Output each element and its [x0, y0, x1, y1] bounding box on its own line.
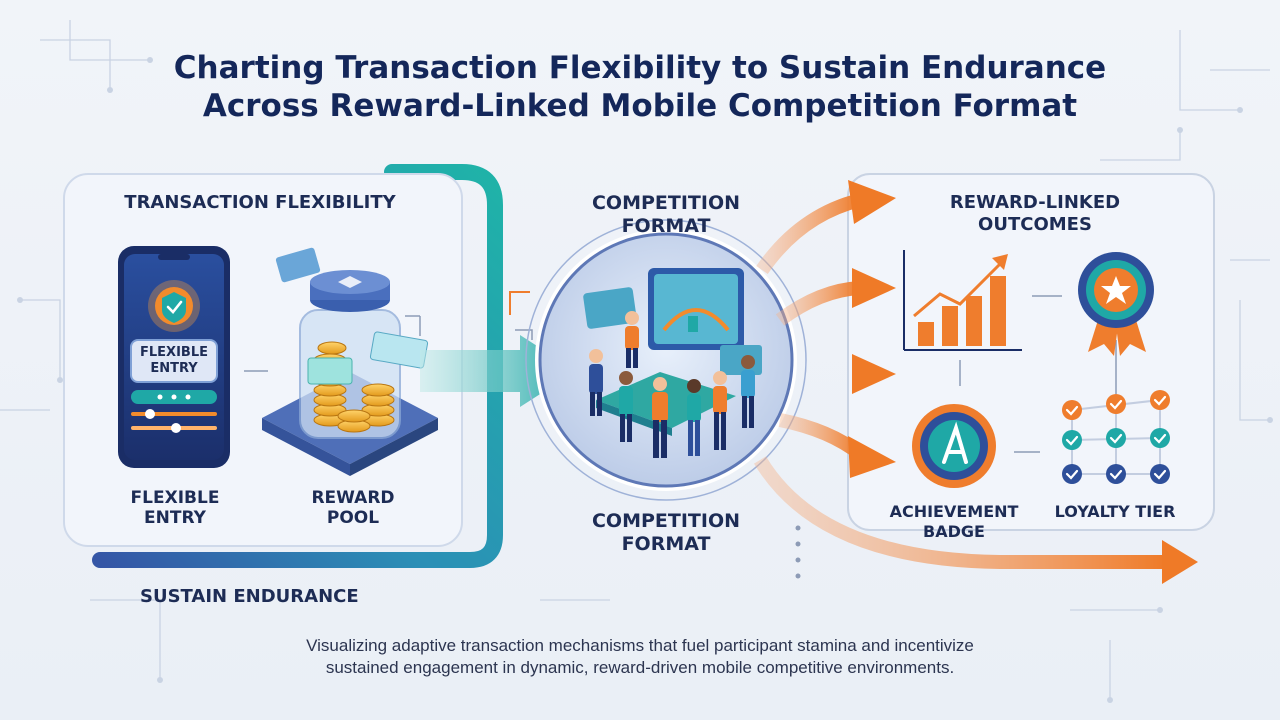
- page-title-line-2: Across Reward-Linked Mobile Competition …: [202, 88, 1078, 124]
- page-title-line-1: Charting Transaction Flexibility to Sust…: [173, 50, 1107, 86]
- competition-bottom-line-2: FORMAT: [621, 533, 711, 555]
- reward-pool-illustration: [262, 247, 438, 476]
- phone-illustration: [118, 246, 230, 468]
- reward-pool-line-2: POOL: [326, 508, 380, 528]
- competition-circle: [525, 219, 807, 501]
- achievement-badge-icon: [912, 404, 996, 488]
- phone-entry-label: FLEXIBLE ENTRY: [131, 345, 217, 377]
- caption-line-1: Visualizing adaptive transaction mechani…: [306, 636, 974, 655]
- phone-label-line-2: ENTRY: [150, 361, 198, 376]
- competition-bottom-line-1: COMPETITION: [591, 510, 741, 532]
- caption-line-2: sustained engagement in dynamic, reward-…: [325, 658, 955, 677]
- right-heading-line-2: OUTCOMES: [978, 214, 1092, 235]
- badge-label-line-2: BADGE: [923, 522, 985, 541]
- achievement-badge-label: ACHIEVEMENT BADGE: [874, 502, 1034, 542]
- competition-top-line-1: COMPETITION: [591, 192, 741, 214]
- badge-label-line-1: ACHIEVEMENT: [889, 502, 1019, 521]
- competition-top-line-2: FORMAT: [621, 215, 711, 237]
- right-heading-line-1: REWARD-LINKED: [949, 192, 1121, 213]
- flexible-entry-line-1: FLEXIBLE: [130, 488, 220, 508]
- loyalty-tier-label: LOYALTY TIER: [1054, 502, 1176, 521]
- flexible-entry-label: FLEXIBLE ENTRY: [100, 488, 250, 528]
- circuit-decoration: [0, 20, 1270, 700]
- flow-arrows-orange: [753, 180, 1198, 584]
- medal-icon: [1078, 252, 1154, 356]
- competition-format-bottom-label: COMPETITION FORMAT: [566, 510, 766, 556]
- competition-format-top-label: COMPETITION FORMAT: [566, 192, 766, 238]
- loyalty-tier-icon: [1062, 390, 1170, 484]
- left-panel-heading: TRANSACTION FLEXIBILITY: [124, 192, 396, 213]
- right-panel-heading: REWARD-LINKED OUTCOMES: [930, 192, 1140, 236]
- phone-label-line-1: FLEXIBLE: [140, 345, 208, 360]
- growth-chart-icon: [903, 250, 1022, 351]
- flexible-entry-line-2: ENTRY: [144, 508, 206, 528]
- sustain-endurance-label: SUSTAIN ENDURANCE: [140, 586, 359, 607]
- reward-pool-line-1: REWARD: [311, 488, 395, 508]
- reward-pool-label: REWARD POOL: [278, 488, 428, 528]
